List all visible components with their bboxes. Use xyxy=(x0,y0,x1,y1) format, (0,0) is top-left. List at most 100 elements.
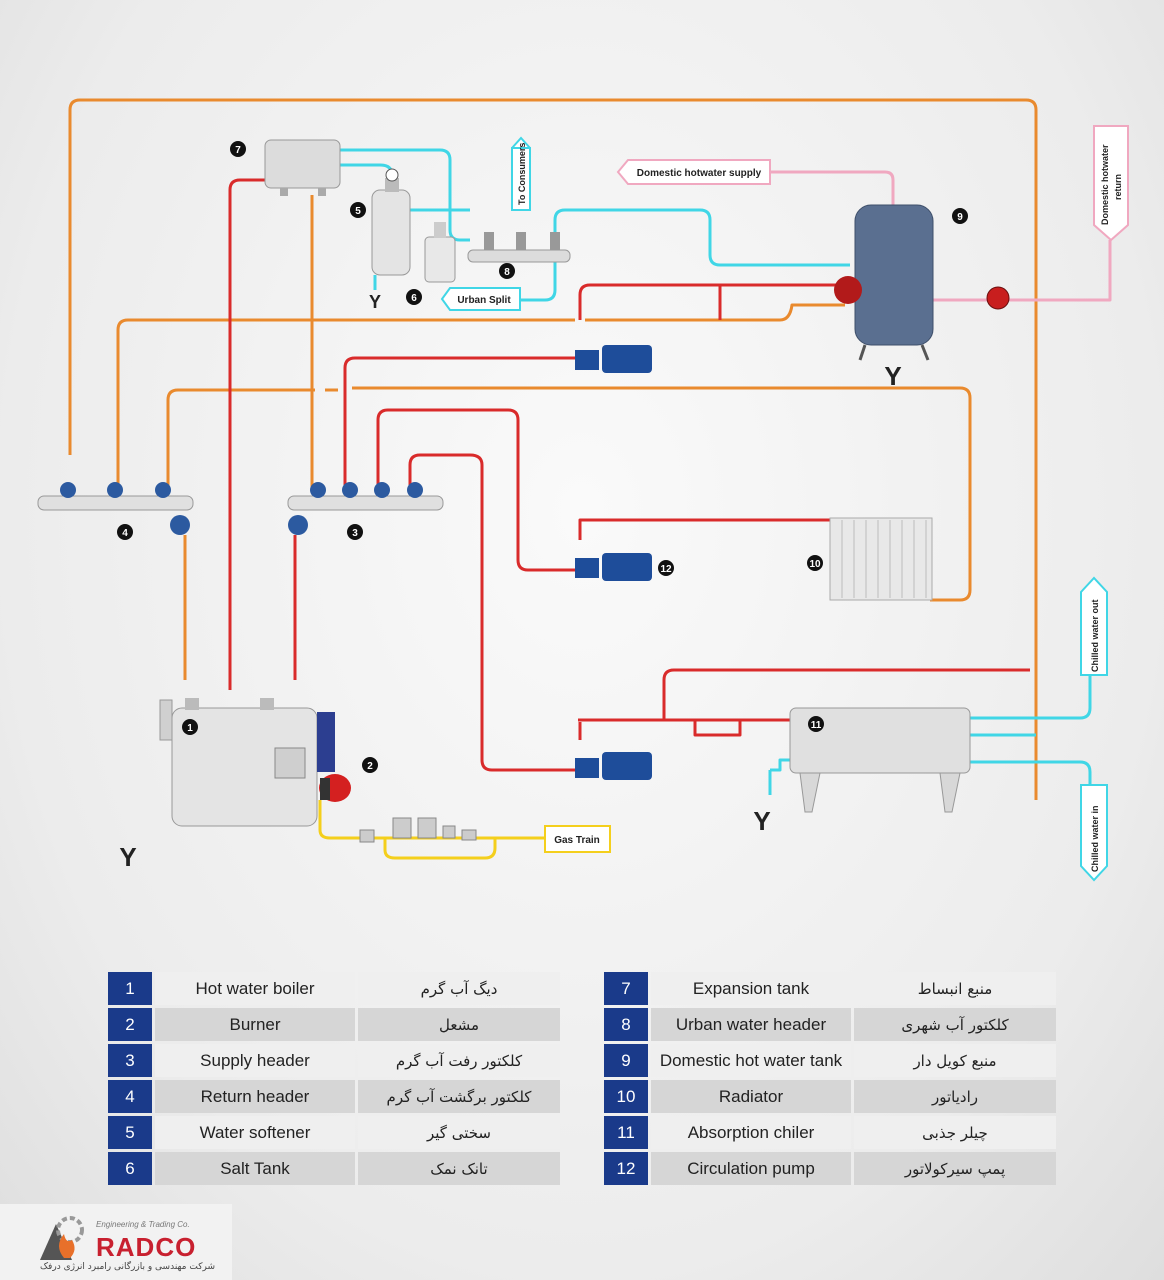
gas-train-valves xyxy=(359,817,477,843)
svg-text:4: 4 xyxy=(122,528,128,539)
urban-water-header xyxy=(467,232,571,263)
legend-persian: مشعل xyxy=(358,1008,560,1041)
legend-persian: کلکتور آب شهری xyxy=(854,1008,1056,1041)
svg-text:Urban Split: Urban Split xyxy=(457,295,511,306)
svg-text:7: 7 xyxy=(235,145,241,156)
return-pipes xyxy=(68,98,1038,800)
marker-4: 4 xyxy=(117,524,133,540)
supply-header xyxy=(287,482,444,535)
legend-english: Absorption chiler xyxy=(651,1116,851,1149)
burner xyxy=(319,774,351,802)
marker-2: 2 xyxy=(362,757,378,773)
urban-split-label: Urban Split xyxy=(440,287,521,311)
legend-number: 6 xyxy=(108,1152,152,1185)
legend-persian: کلکتور رفت آب گرم xyxy=(358,1044,560,1077)
brand-name: RADCO xyxy=(96,1232,197,1262)
legend-persian: کلکتور برگشت آب گرم xyxy=(358,1080,560,1113)
drain-boiler: Y xyxy=(119,842,136,872)
circulation-pump-bottom xyxy=(575,752,652,780)
legend-number: 5 xyxy=(108,1116,152,1149)
gas-train-label: Gas Train xyxy=(544,825,611,853)
legend-persian: منبع کویل دار xyxy=(854,1044,1056,1077)
svg-text:5: 5 xyxy=(355,206,361,217)
marker-10: 10 xyxy=(807,555,823,571)
legend-english: Burner xyxy=(155,1008,355,1041)
legend-number: 2 xyxy=(108,1008,152,1041)
svg-text:Gas Train: Gas Train xyxy=(554,835,600,846)
legend-number: 12 xyxy=(604,1152,648,1185)
legend-english: Domestic hot water tank xyxy=(651,1044,851,1077)
svg-text:12: 12 xyxy=(660,564,672,575)
legend-number: 11 xyxy=(604,1116,648,1149)
marker-3: 3 xyxy=(347,524,363,540)
svg-text:Chilled water out: Chilled water out xyxy=(1090,599,1100,672)
svg-text:10: 10 xyxy=(809,559,821,570)
drain-softener: Y xyxy=(369,292,381,312)
to-consumers-label: To Consumers xyxy=(511,136,531,211)
legend-persian: سختی گیر xyxy=(358,1116,560,1149)
gas-pipes xyxy=(318,800,545,860)
legend-english: Return header xyxy=(155,1080,355,1113)
radco-logo: Engineering & Trading Co. RADCO شرکت مهن… xyxy=(0,1204,232,1280)
legend-number: 4 xyxy=(108,1080,152,1113)
water-softener xyxy=(371,168,411,276)
legend-number: 9 xyxy=(604,1044,648,1077)
legend-number: 1 xyxy=(108,972,152,1005)
radco-emblem-icon xyxy=(40,1216,84,1260)
legend-persian: پمپ سیرکولاتور xyxy=(854,1152,1056,1185)
marker-8: 8 xyxy=(499,263,515,279)
marker-7: 7 xyxy=(230,141,246,157)
domestic-hotwater-supply-label: Domestic hotwater supply xyxy=(616,159,771,185)
brand-subtitle: شرکت مهندسی و بازرگانی رامبرد انرژی درفک xyxy=(40,1262,215,1272)
legend-persian: منبع انبساط xyxy=(854,972,1056,1005)
legend-english: Radiator xyxy=(651,1080,851,1113)
legend-number: 8 xyxy=(604,1008,648,1041)
legend-english: Hot water boiler xyxy=(155,972,355,1005)
domestic-pipes xyxy=(770,170,1112,302)
svg-text:9: 9 xyxy=(957,212,963,223)
legend-english: Expansion tank xyxy=(651,972,851,1005)
heating-system-diagram: Domestic hotwater supply Domestic hotwat… xyxy=(37,98,1129,882)
svg-text:8: 8 xyxy=(504,267,510,278)
legend-english: Salt Tank xyxy=(155,1152,355,1185)
legend-persian: تانک نمک xyxy=(358,1152,560,1185)
legend-english: Urban water header xyxy=(651,1008,851,1041)
chilled-water-out-label: Chilled water out xyxy=(1080,576,1108,676)
domestic-return-pump xyxy=(986,286,1010,310)
legend-persian: دیگ آب گرم xyxy=(358,972,560,1005)
legend-persian: چیلر جذبی xyxy=(854,1116,1056,1149)
svg-text:11: 11 xyxy=(811,720,822,731)
domestic-hotwater-return-label: Domestic hotwater return xyxy=(1093,125,1129,242)
hot-water-boiler xyxy=(159,698,335,827)
svg-text:3: 3 xyxy=(352,528,358,539)
marker-1: 1 xyxy=(182,719,198,735)
chilled-water-in-label: Chilled water in xyxy=(1080,784,1108,882)
radiator xyxy=(829,517,933,601)
legend-number: 3 xyxy=(108,1044,152,1077)
return-header xyxy=(37,482,194,535)
drain-tank: Y xyxy=(884,361,901,391)
supply-pipes xyxy=(228,178,1030,772)
marker-9: 9 xyxy=(952,208,968,224)
drain-chiller: Y xyxy=(753,806,770,836)
svg-text:Domestic hotwater supply: Domestic hotwater supply xyxy=(637,168,762,179)
legend-persian: رادیاتور xyxy=(854,1080,1056,1113)
svg-text:6: 6 xyxy=(411,293,417,304)
marker-12: 12 xyxy=(658,560,674,576)
svg-text:Chilled water in: Chilled water in xyxy=(1090,805,1100,872)
legend-english: Supply header xyxy=(155,1044,355,1077)
legend-number: 7 xyxy=(604,972,648,1005)
legend-english: Water softener xyxy=(155,1116,355,1149)
legend-english: Circulation pump xyxy=(651,1152,851,1185)
circulation-pump-top xyxy=(575,345,652,373)
marker-6: 6 xyxy=(406,289,422,305)
